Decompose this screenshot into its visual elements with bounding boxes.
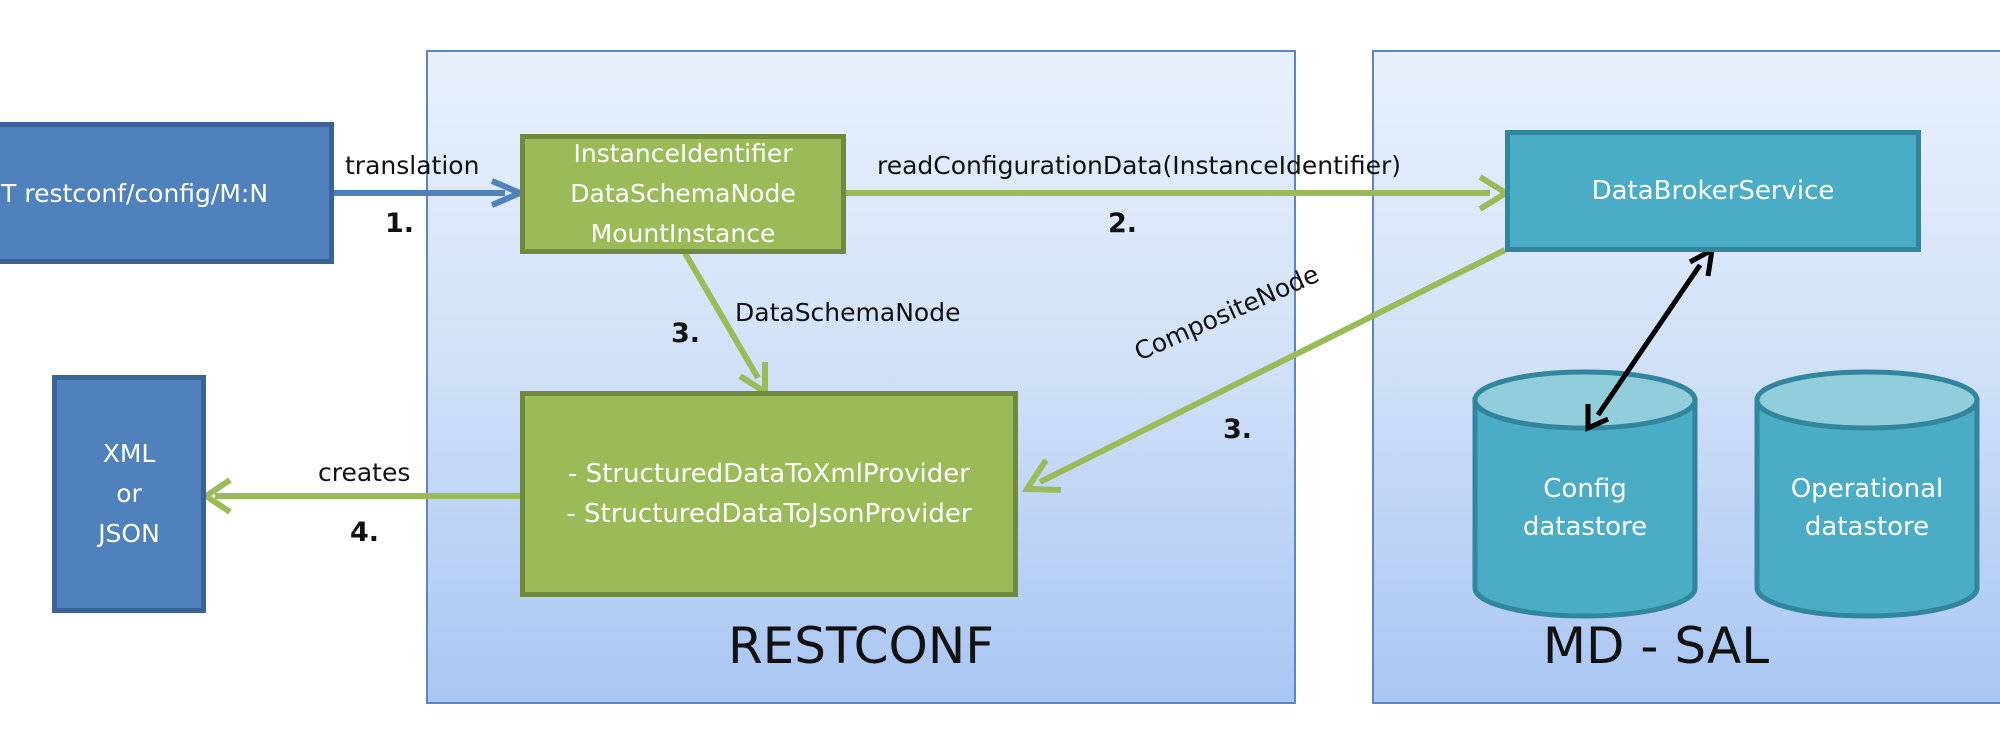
creates-arrow [200, 477, 522, 515]
translation-label: translation [345, 151, 480, 180]
databroker-service-box: DataBrokerService [1505, 130, 1921, 252]
config-datastore-cylinder [1472, 369, 1698, 619]
providers-box: - StructuredDataToXmlProvider - Structur… [520, 391, 1018, 597]
output-format-box: XML or JSON [52, 375, 206, 613]
step-3-schema: 3. [671, 318, 701, 349]
creates-label: creates [318, 458, 411, 487]
instance-line-2: DataSchemaNode [570, 179, 796, 208]
step-2: 2. [1108, 208, 1138, 239]
mdsal-title: MD - SAL [1542, 617, 1770, 675]
restconf-title: RESTCONF [727, 617, 995, 675]
request-box: GET restconf/config/M:N [0, 122, 334, 264]
providers-line-2: - StructuredDataToJsonProvider [566, 499, 972, 529]
output-line-3: JSON [98, 519, 160, 548]
composite-node-arrow [1021, 247, 1507, 493]
config-label-line-1: Config [1543, 474, 1627, 504]
step-3-composite: 3. [1223, 414, 1253, 445]
instance-line-3: MountInstance [590, 219, 776, 248]
request-label: GET restconf/config/M:N [0, 178, 269, 208]
translation-arrow [334, 178, 528, 208]
config-label-line-2: datastore [1522, 512, 1648, 542]
read-config-arrow [846, 174, 1512, 212]
step-4: 4. [350, 517, 380, 548]
schema-node-label: DataSchemaNode [735, 298, 961, 327]
operational-datastore-cylinder [1754, 369, 1980, 619]
output-line-1: XML [102, 439, 156, 468]
config-datastore-label: Config datastore [1475, 470, 1695, 546]
operational-label-line-1: Operational [1790, 474, 1944, 504]
instance-identifier-box: InstanceIdentifier DataSchemaNode MountI… [520, 134, 846, 254]
providers-line-1: - StructuredDataToXmlProvider [568, 459, 970, 489]
output-line-2: or [116, 479, 142, 508]
operational-label-line-2: datastore [1804, 512, 1930, 542]
operational-datastore-label: Operational datastore [1757, 470, 1977, 546]
step-1: 1. [385, 208, 415, 239]
instance-line-1: InstanceIdentifier [573, 139, 793, 168]
read-config-label: readConfigurationData(InstanceIdentifier… [877, 151, 1401, 180]
databroker-label: DataBrokerService [1591, 176, 1835, 206]
